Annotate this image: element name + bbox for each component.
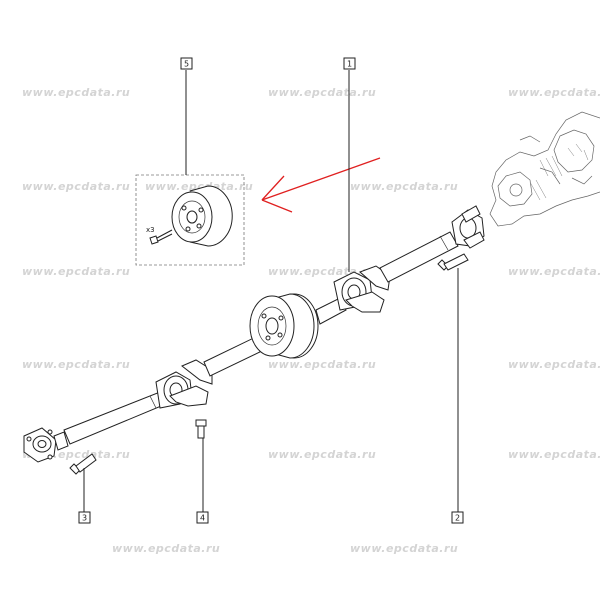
detail-frame xyxy=(135,174,245,266)
watermark-text: www.epcdata.ru xyxy=(22,86,130,99)
callout-4-label: 4 xyxy=(200,514,205,523)
rear-joint xyxy=(451,205,485,249)
callout-5-label: 5 xyxy=(184,60,189,69)
watermark-text: www.epcdata.ru xyxy=(22,180,130,193)
watermark-text: www.epcdata.ru xyxy=(508,358,600,371)
callout-3: 3 xyxy=(78,511,91,524)
front-center-bearing xyxy=(155,359,213,409)
watermark-text: www.epcdata.ru xyxy=(350,180,458,193)
detail-box: x3 xyxy=(135,174,245,266)
watermark-text: www.epcdata.ru xyxy=(350,542,458,555)
watermark-text: www.epcdata.ru xyxy=(145,180,253,193)
bolt-item-4 xyxy=(195,419,207,439)
shaft-tube-front xyxy=(63,391,167,445)
gearbox-housing xyxy=(489,111,600,227)
shaft-tube-rear xyxy=(379,231,459,283)
callout-2-label: 2 xyxy=(455,514,460,523)
damper-disc-detail xyxy=(171,185,233,247)
watermark-text: www.epcdata.ru xyxy=(268,358,376,371)
damper-bolt-detail xyxy=(149,229,173,245)
callout-1: 1 xyxy=(343,57,356,70)
watermark-text: www.epcdata.ru xyxy=(508,448,600,461)
callout-4: 4 xyxy=(196,511,209,524)
bolt-item-3 xyxy=(69,453,97,475)
watermark-text: www.epcdata.ru xyxy=(268,448,376,461)
watermark-text: www.epcdata.ru xyxy=(22,358,130,371)
callout-1-label: 1 xyxy=(347,60,352,69)
watermark-text: www.epcdata.ru xyxy=(22,265,130,278)
watermark-text: www.epcdata.ru xyxy=(508,265,600,278)
watermark-text: www.epcdata.ru xyxy=(112,542,220,555)
callout-5: 5 xyxy=(180,57,193,70)
leader-lines xyxy=(83,70,459,512)
watermark-text: www.epcdata.ru xyxy=(268,86,376,99)
shaft-damper xyxy=(249,293,319,359)
propeller-shaft xyxy=(23,205,485,463)
front-flange xyxy=(23,427,69,463)
callout-3-label: 3 xyxy=(82,514,87,523)
quantity-label: x3 xyxy=(146,226,155,234)
red-arrow-icon xyxy=(261,157,381,213)
callout-2: 2 xyxy=(451,511,464,524)
watermark-text: www.epcdata.ru xyxy=(508,86,600,99)
bolt-item-2 xyxy=(437,253,469,271)
